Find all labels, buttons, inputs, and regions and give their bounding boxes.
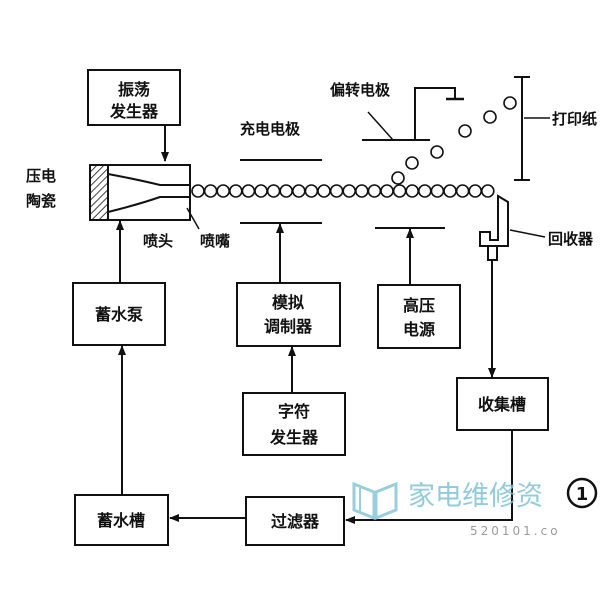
- droplet: [391, 171, 405, 185]
- watermark-book-icon: [352, 481, 398, 521]
- piezo-label-1: 压电: [26, 167, 56, 185]
- collector-label: 回收器: [548, 230, 594, 248]
- hv-label-2: 电源: [403, 320, 435, 339]
- char-gen-box: [242, 392, 346, 456]
- watermark-text: 家电维修资: [408, 481, 543, 512]
- droplet: [254, 184, 268, 198]
- droplet: [392, 184, 407, 198]
- droplet: [266, 184, 281, 198]
- droplet: [430, 145, 444, 159]
- nozzle-channel-upper: [107, 173, 190, 186]
- oscillator-label-2: 发生器: [109, 102, 159, 121]
- nozzle-pointer: [186, 207, 200, 230]
- droplet: [503, 96, 517, 110]
- droplet: [480, 184, 495, 198]
- modulator-label-1: 模拟: [272, 293, 304, 312]
- watermark-badge-text: 1: [576, 484, 589, 505]
- hv-label-1: 高压: [403, 296, 435, 315]
- oscillator-box: [87, 69, 181, 126]
- modulator-label-2: 调制器: [264, 317, 313, 336]
- char-gen-label-1: 字符: [278, 402, 310, 421]
- filter-label: 过滤器: [271, 512, 320, 531]
- droplet: [405, 156, 419, 170]
- watermark-badge: [566, 477, 598, 509]
- ground-wire: [414, 87, 456, 140]
- droplet: [317, 184, 331, 198]
- tank-to-filter-line: [345, 430, 513, 524]
- reservoir-label: 蓄水槽: [97, 511, 145, 530]
- droplet-stream: [191, 96, 517, 198]
- droplet: [455, 184, 470, 198]
- collector-shape: [479, 194, 509, 247]
- droplet: [342, 184, 357, 198]
- droplet: [468, 184, 483, 198]
- char-gen-label-2: 发生器: [269, 428, 319, 447]
- oscillator-label-1: 振荡: [118, 80, 150, 99]
- droplet: [241, 184, 256, 198]
- nozzle-channel-lower: [107, 196, 190, 213]
- droplet: [354, 184, 369, 198]
- piezo-label-2: 陶瓷: [26, 192, 56, 210]
- watermark-url: 520101.co: [470, 524, 561, 538]
- droplet: [304, 184, 319, 198]
- droplet: [216, 184, 230, 198]
- pump-label: 蓄水泵: [95, 305, 143, 324]
- droplet: [443, 184, 457, 198]
- piezo-ceramic: [89, 164, 109, 221]
- droplet: [229, 184, 243, 198]
- droplet: [191, 184, 205, 198]
- droplet: [458, 124, 472, 138]
- droplet: [203, 184, 218, 198]
- droplet: [291, 184, 306, 198]
- collector-pointer: [509, 229, 546, 238]
- deflect-pointer: [367, 111, 394, 141]
- paper-label: 打印纸: [552, 110, 597, 128]
- hv-box: [377, 284, 461, 349]
- droplet: [279, 184, 294, 198]
- nozzle-head-label: 喷头: [143, 232, 173, 250]
- deflect-electrode-label: 偏转电极: [330, 81, 391, 99]
- collect-tank-box: [456, 377, 549, 431]
- collector-drain: [487, 245, 498, 261]
- watermark: 家电维修资 520101.co 1: [352, 477, 598, 538]
- droplet: [380, 184, 394, 198]
- nozzle-label: 喷嘴: [200, 232, 230, 250]
- droplet: [483, 110, 497, 124]
- droplet: [405, 184, 420, 198]
- filter-box: [245, 496, 345, 546]
- droplet: [367, 184, 382, 198]
- droplet: [329, 184, 344, 198]
- droplet: [417, 184, 432, 198]
- charge-electrode-label: 充电电极: [240, 120, 301, 138]
- droplet: [430, 184, 445, 198]
- collect-tank-label: 收集槽: [478, 395, 526, 414]
